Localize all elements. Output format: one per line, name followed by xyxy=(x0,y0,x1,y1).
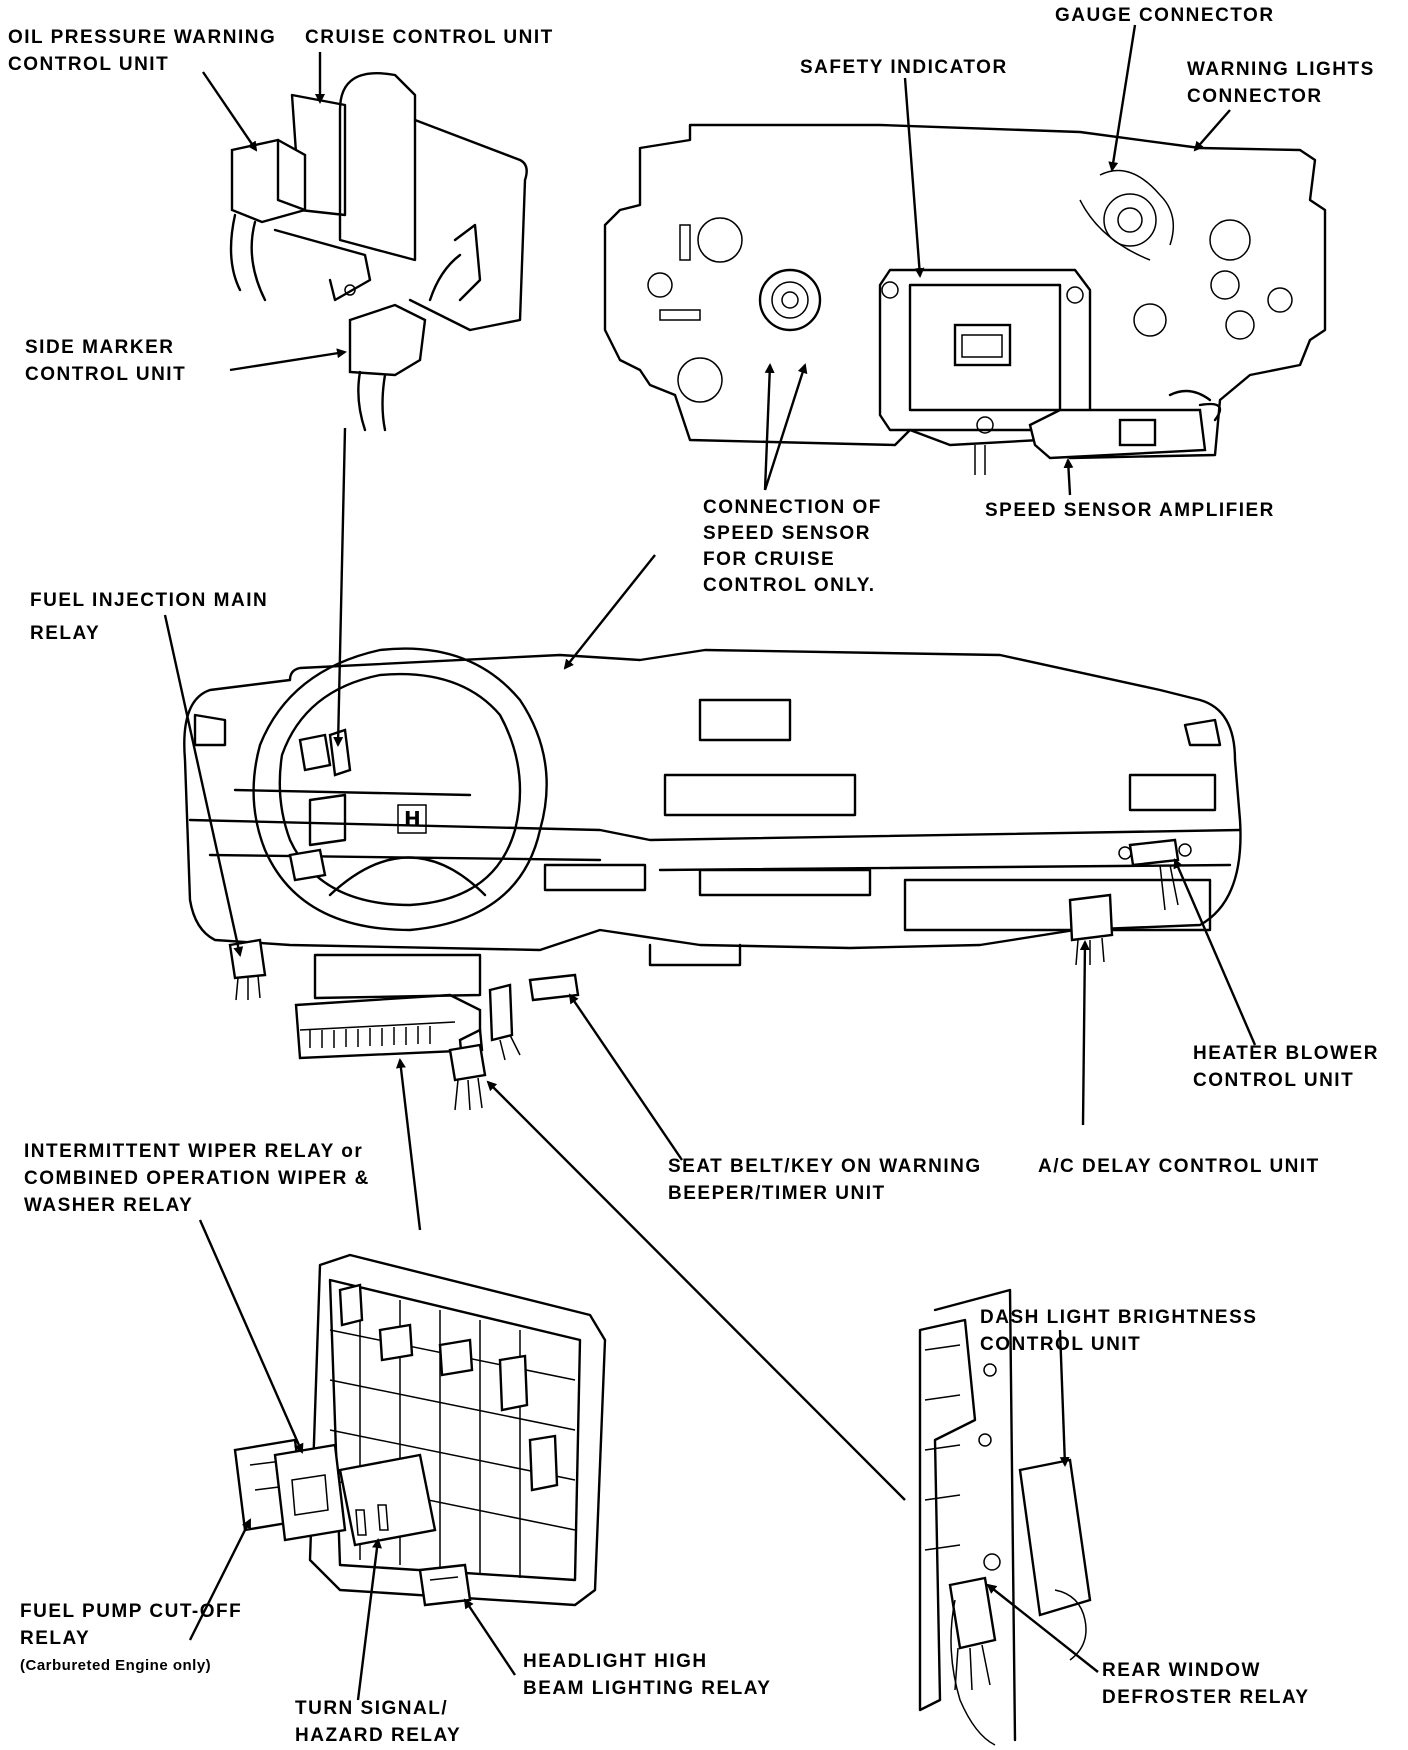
label-gauge-connector: GAUGE CONNECTOR xyxy=(1055,5,1275,26)
label-cruise-control-unit: CRUISE CONTROL UNIT xyxy=(305,27,554,48)
control-unit-bracket-illustration xyxy=(229,72,528,432)
kick-panel-illustration xyxy=(918,1288,1092,1746)
label-speed-sensor-amplifier: SPEED SENSOR AMPLIFIER xyxy=(985,500,1275,521)
instrument-cluster-illustration xyxy=(603,123,1327,475)
label-turn-signal-hazard-relay: TURN SIGNAL/HAZARD RELAY xyxy=(295,1698,462,1746)
label-safety-indicator: SAFETY INDICATOR xyxy=(800,57,1008,78)
svg-text:H: H xyxy=(404,807,421,831)
label-carbureted-engine-note: (Carbureted Engine only) xyxy=(20,1657,212,1674)
label-ac-delay-control-unit: A/C DELAY CONTROL UNIT xyxy=(1038,1156,1320,1177)
dashboard-illustration: H xyxy=(183,647,1242,1111)
fuse-box-illustration xyxy=(233,1253,607,1607)
leader-lines xyxy=(163,24,1257,1701)
